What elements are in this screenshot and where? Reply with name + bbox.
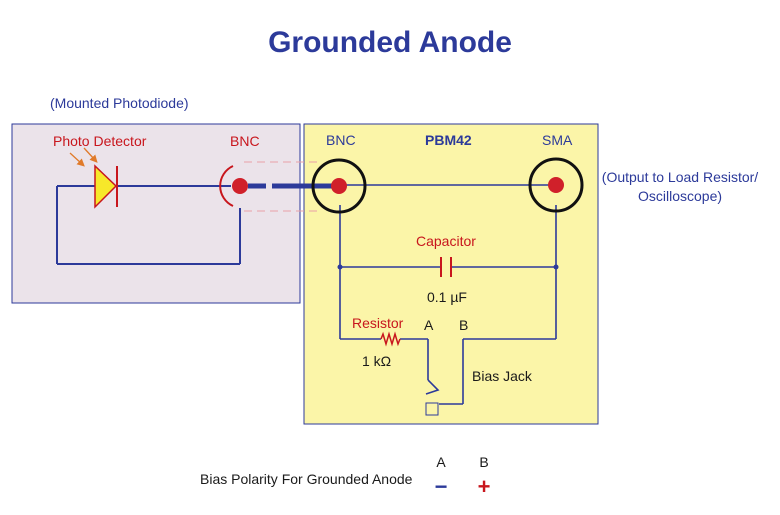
photo-detector-label: Photo Detector xyxy=(53,133,147,149)
photodiode-box xyxy=(11,123,301,304)
resistor-label: Resistor xyxy=(352,315,404,331)
pbm42-name: PBM42 xyxy=(425,132,472,148)
point-a-label: A xyxy=(424,317,434,333)
photodiode-caption: (Mounted Photodiode) xyxy=(50,95,189,111)
output-label-line1: (Output to Load Resistor/ xyxy=(602,169,759,185)
photodiode-circuit-wires xyxy=(56,185,241,265)
minus-sign-icon: − xyxy=(435,474,448,499)
capacitor-icon xyxy=(440,257,452,277)
junction-dots xyxy=(337,264,559,270)
photodiode-bnc-connector-icon xyxy=(219,165,248,207)
connection-guide-lines xyxy=(244,161,322,212)
pbm42-bnc-label: BNC xyxy=(326,132,356,148)
photodiode-icon xyxy=(94,164,118,209)
sma-connector-icon xyxy=(528,157,584,213)
bias-jack-label: Bias Jack xyxy=(472,368,533,384)
bias-polarity-caption: Bias Polarity For Grounded Anode xyxy=(200,471,413,487)
page-title: Grounded Anode xyxy=(268,26,512,59)
plus-sign-icon: + xyxy=(478,474,491,499)
pbm42-circuit-wires xyxy=(339,184,557,405)
output-label-line2: Oscilloscope) xyxy=(638,188,722,204)
resistor-value: 1 kΩ xyxy=(362,353,391,369)
sma-label: SMA xyxy=(542,132,573,148)
point-b-label: B xyxy=(459,317,468,333)
pbm42-bnc-connector-icon xyxy=(311,158,367,214)
capacitor-label: Capacitor xyxy=(416,233,476,249)
resistor-icon xyxy=(380,331,401,347)
polarity-a-label: A xyxy=(436,454,446,470)
bias-jack-icon xyxy=(425,402,439,416)
light-arrows-icon xyxy=(69,147,98,167)
capacitor-value: 0.1 µF xyxy=(427,289,467,305)
polarity-b-label: B xyxy=(479,454,488,470)
photodiode-bnc-label: BNC xyxy=(230,133,260,149)
